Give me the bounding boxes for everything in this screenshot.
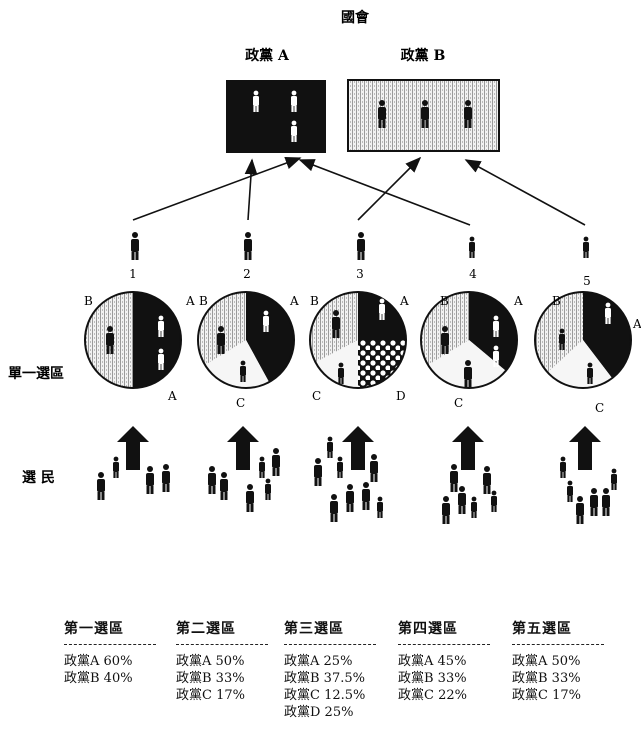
result-line: 政黨B 40%	[64, 670, 156, 687]
result-header: 第一選區	[64, 618, 156, 638]
divider	[512, 644, 604, 645]
result-header: 第五選區	[512, 618, 604, 638]
divider	[64, 644, 156, 645]
result-line: 政黨B 33%	[398, 670, 490, 687]
result-line: 政黨A 50%	[176, 653, 268, 670]
divider	[398, 644, 490, 645]
result-line: 政黨C 12.5%	[284, 687, 376, 704]
result-line: 政黨A 25%	[284, 653, 376, 670]
result-line: 政黨C 17%	[512, 687, 604, 704]
result-line: 政黨A 45%	[398, 653, 490, 670]
result-header: 第二選區	[176, 618, 268, 638]
result-line: 政黨A 60%	[64, 653, 156, 670]
result-column-5: 第五選區 政黨A 50% 政黨B 33% 政黨C 17%	[512, 618, 604, 704]
result-line: 政黨B 33%	[512, 670, 604, 687]
result-line: 政黨A 50%	[512, 653, 604, 670]
divider	[284, 644, 376, 645]
result-line: 政黨B 33%	[176, 670, 268, 687]
result-column-4: 第四選區 政黨A 45% 政黨B 33% 政黨C 22%	[398, 618, 490, 704]
result-line: 政黨D 25%	[284, 704, 376, 721]
result-line: 政黨B 37.5%	[284, 670, 376, 687]
result-header: 第三選區	[284, 618, 376, 638]
result-column-3: 第三選區 政黨A 25% 政黨B 37.5% 政黨C 12.5% 政黨D 25%	[284, 618, 376, 721]
result-column-1: 第一選區 政黨A 60% 政黨B 40%	[64, 618, 156, 687]
result-header: 第四選區	[398, 618, 490, 638]
result-column-2: 第二選區 政黨A 50% 政黨B 33% 政黨C 17%	[176, 618, 268, 704]
result-line: 政黨C 22%	[398, 687, 490, 704]
result-line: 政黨C 17%	[176, 687, 268, 704]
divider	[176, 644, 268, 645]
